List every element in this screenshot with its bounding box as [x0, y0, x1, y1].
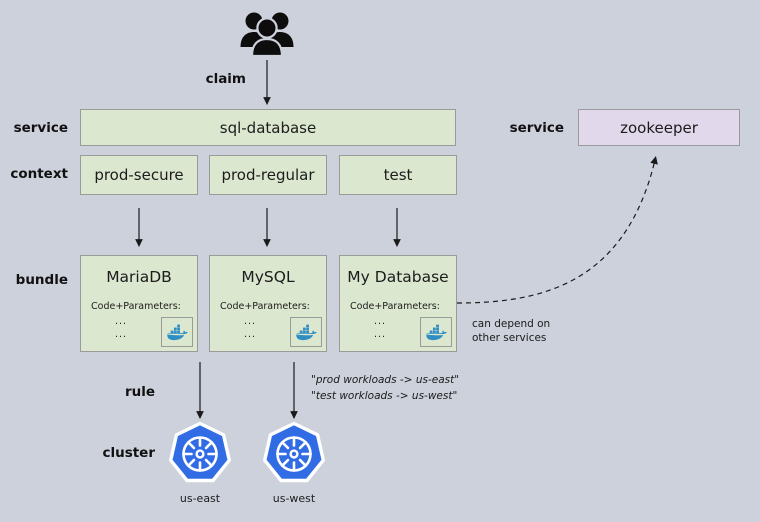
- dependency-note-line-1: can depend on: [472, 318, 551, 330]
- bundle-code-line-2: ...: [114, 329, 128, 340]
- label-service: service: [13, 120, 68, 136]
- context-box-test[interactable]: test: [339, 155, 457, 195]
- docker-whale-icon: [161, 317, 193, 347]
- service-box-zookeeper-label: zookeeper: [620, 118, 698, 137]
- bundle-box-mysql[interactable]: MySQL Code+Parameters: ... ...: [209, 255, 327, 352]
- bundle-code-line-1: ...: [114, 316, 128, 327]
- bundle-box-mariadb[interactable]: MariaDB Code+Parameters: ... ...: [80, 255, 198, 352]
- dashed-dependency-curve: [456, 156, 658, 304]
- bundle-code-line-1: ...: [373, 316, 387, 327]
- label-service-right: service: [509, 120, 564, 136]
- bundle-title: My Database: [347, 268, 449, 286]
- docker-whale-icon: [290, 317, 322, 347]
- rule-note-line-2: "test workloads -> us-west": [311, 390, 458, 402]
- bundle-title: MariaDB: [106, 268, 172, 286]
- bundle-code-line-2: ...: [243, 329, 257, 340]
- docker-whale-icon: [420, 317, 452, 347]
- bundle-code-line-2: ...: [373, 329, 387, 340]
- context-box-prod-regular[interactable]: prod-regular: [209, 155, 327, 195]
- bundle-code-line-1: ...: [243, 316, 257, 327]
- context-box-prod-secure-label: prod-secure: [94, 166, 184, 184]
- label-bundle: bundle: [15, 272, 68, 288]
- service-box-zookeeper[interactable]: zookeeper: [578, 109, 740, 146]
- kubernetes-icon[interactable]: [261, 421, 327, 487]
- rule-note-line-1: "prod workloads -> us-east": [311, 374, 460, 386]
- context-box-prod-regular-label: prod-regular: [221, 166, 315, 184]
- bundle-code-params-label: Code+Parameters:: [220, 301, 310, 312]
- kubernetes-icon[interactable]: [167, 421, 233, 487]
- cluster-caption-us-west: us-west: [272, 492, 316, 505]
- bundle-code-params-label: Code+Parameters:: [91, 301, 181, 312]
- users-group-icon: [237, 5, 297, 58]
- label-context: context: [10, 166, 68, 182]
- service-box-sql-database[interactable]: sql-database: [80, 109, 456, 146]
- label-cluster: cluster: [102, 445, 155, 461]
- dependency-note-line-2: other services: [472, 332, 547, 344]
- label-rule: rule: [124, 384, 155, 400]
- context-box-prod-secure[interactable]: prod-secure: [80, 155, 198, 195]
- context-box-test-label: test: [383, 166, 413, 184]
- label-claim: claim: [205, 71, 246, 87]
- bundle-title: MySQL: [241, 268, 295, 286]
- bundle-code-params-label: Code+Parameters:: [350, 301, 440, 312]
- service-box-sql-database-label: sql-database: [219, 118, 317, 137]
- cluster-caption-us-east: us-east: [179, 492, 221, 505]
- bundle-box-my-database[interactable]: My Database Code+Parameters: ... ...: [339, 255, 457, 352]
